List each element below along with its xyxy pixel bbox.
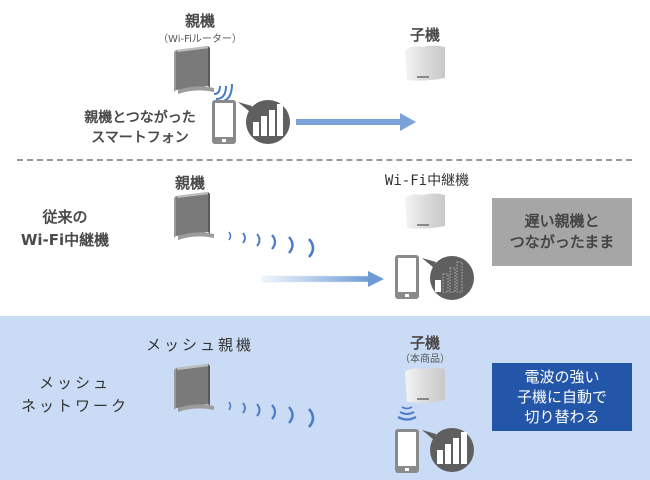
- mesh-child-sublabel: （本商品）: [400, 354, 450, 365]
- mesh-child-label: 子機: [409, 334, 440, 352]
- child-node-label: 子機: [409, 26, 440, 44]
- section-divider: [17, 159, 632, 161]
- signal-bars-icon: [422, 428, 474, 472]
- auto-switch-callout: 電波の強い 子機に自動で 切り替わる: [492, 363, 632, 431]
- repeater-icon: [405, 193, 445, 229]
- smartphone-icon: [395, 255, 419, 299]
- wifi-waves-icon: [228, 231, 315, 258]
- mesh-parent-label: メッシュ親機: [145, 336, 254, 354]
- slow-connection-callout: 遅い親機と つながったまま: [492, 198, 632, 266]
- gradient-arrow-icon: [262, 271, 384, 287]
- mesh-node-icon: [405, 45, 445, 81]
- phone-connected-label: 親機とつながった スマートフォン: [84, 110, 196, 146]
- weak-signal-icon: [422, 256, 474, 300]
- parent-router-sublabel: （Wi-Fiルーター）: [158, 34, 242, 45]
- arrow-right-icon: [296, 113, 416, 131]
- smartphone-icon: [395, 429, 419, 473]
- wifi-waves-icon: [228, 401, 315, 428]
- parent-router-label: 親機: [184, 12, 215, 30]
- router-icon: [174, 192, 214, 240]
- router-icon: [174, 46, 214, 94]
- mesh-node-icon: [405, 367, 445, 403]
- mesh-network-title: メッシュ ネットワーク: [20, 374, 129, 415]
- parent-router-label-2: 親機: [174, 174, 205, 192]
- repeater-label: Wi-Fi中継機: [384, 173, 470, 189]
- signal-bars-icon: [238, 100, 290, 144]
- wifi-down-waves-icon: [397, 406, 417, 421]
- smartphone-icon: [212, 100, 236, 144]
- conventional-repeater-title: 従来の Wi-Fi中継機: [20, 208, 110, 249]
- router-icon: [174, 364, 214, 412]
